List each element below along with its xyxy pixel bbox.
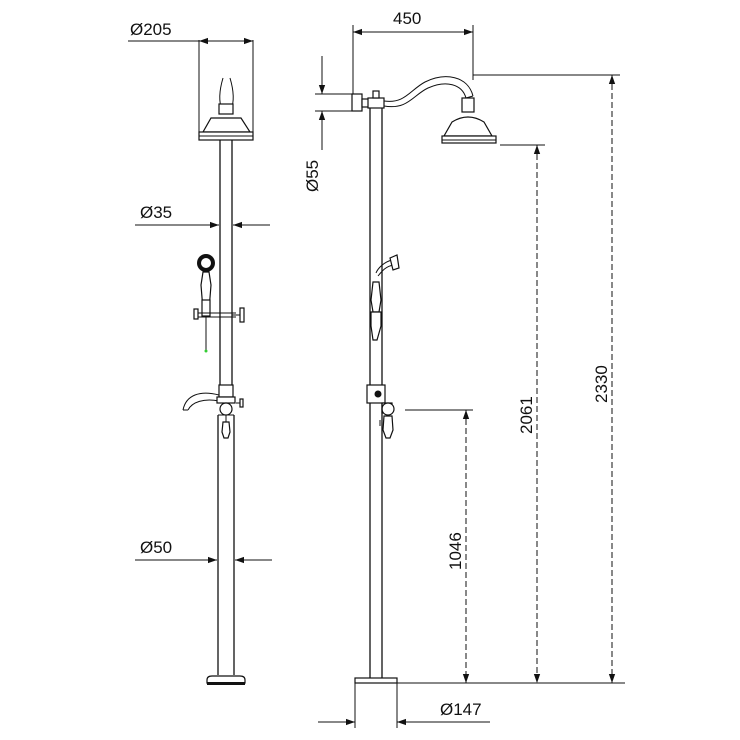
dim-arm-reach: 450 <box>352 9 474 95</box>
upper-pipe-side <box>369 108 383 385</box>
upper-pipe-front <box>219 140 233 385</box>
dim-head-diameter-label: Ø205 <box>130 20 172 39</box>
dim-base-diameter: Ø147 <box>318 683 490 728</box>
dim-total-height: 2330 <box>473 74 620 683</box>
dim-lower-pipe-diameter-label: Ø50 <box>140 538 172 557</box>
lower-pipe-front <box>217 414 235 675</box>
dim-mixer-height: 1046 <box>405 409 473 683</box>
dim-total-height-label: 2330 <box>592 365 611 403</box>
base-front <box>206 675 246 685</box>
dim-lower-pipe-diameter: Ø50 <box>135 538 272 564</box>
dim-arm-reach-label: 450 <box>393 9 421 28</box>
lower-pipe-side <box>369 403 383 678</box>
dim-wall-bracket-label: Ø55 <box>303 160 322 192</box>
mixer-side <box>366 384 395 439</box>
accent-dot <box>204 349 208 353</box>
mixer-front <box>182 384 244 439</box>
hand-shower-front <box>197 254 215 352</box>
dim-head-diameter: Ø205 <box>128 20 254 140</box>
front-view: Ø205 Ø35 <box>128 20 272 685</box>
dim-base-diameter-label: Ø147 <box>440 700 482 719</box>
dim-mixer-height-label: 1046 <box>446 532 465 570</box>
base-side <box>354 677 625 684</box>
hand-shower-side <box>370 254 400 341</box>
dim-upper-pipe-diameter-label: Ø35 <box>140 203 172 222</box>
dim-wall-bracket: Ø55 <box>303 56 360 192</box>
side-view: 450 Ø55 <box>303 9 625 728</box>
gooseneck-arm <box>367 76 474 109</box>
shower-head-side <box>441 97 497 144</box>
dim-head-height: 2061 <box>500 144 545 683</box>
shower-head-front <box>198 77 254 141</box>
dim-head-height-label: 2061 <box>517 396 536 434</box>
dim-upper-pipe-diameter: Ø35 <box>135 203 270 229</box>
slide-bar-front <box>193 307 245 323</box>
